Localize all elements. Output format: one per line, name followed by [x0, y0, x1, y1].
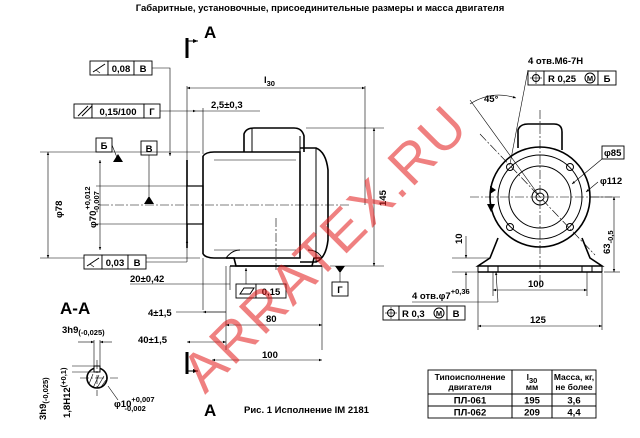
table-header: не более: [555, 382, 592, 392]
motor-front-view: [470, 110, 612, 290]
datum-v-left: В: [140, 140, 158, 204]
svg-text:В: В: [134, 258, 141, 269]
position-frame-b: R 0,25 М Б: [509, 69, 617, 165]
svg-text:0,15/100: 0,15/100: [100, 107, 137, 118]
svg-text:В: В: [146, 144, 153, 155]
position-frame-v: R 0,3 М В: [382, 305, 466, 321]
page-title: Габаритные, установочные, присоединитель…: [136, 3, 505, 14]
dim-10-side: 10: [454, 233, 465, 244]
dim-85-box: [601, 145, 625, 160]
section-label-aa: А-А: [60, 299, 90, 318]
svg-text:Г: Г: [337, 285, 343, 296]
svg-text:М: М: [436, 309, 442, 318]
dim-1-8: 1,8H12(+0,1): [59, 367, 73, 418]
dim-10: φ10+0,007-0,002: [114, 395, 155, 413]
dim-112: φ112: [600, 176, 622, 187]
section-label-bottom: А: [204, 401, 216, 420]
dim-78: φ78: [54, 201, 65, 218]
table-header: Масса, кг,: [554, 372, 594, 382]
motor-side-view: [100, 127, 350, 270]
holes-7-label: 4 отв.φ7+0,36: [412, 287, 470, 302]
svg-text:В: В: [453, 309, 460, 320]
svg-text:R 0,25: R 0,25: [548, 74, 577, 85]
svg-text:Б: Б: [604, 74, 611, 85]
section-label-top: А: [204, 23, 216, 42]
table-cell: 209: [524, 408, 540, 419]
table-header: Типоисполнение: [435, 372, 506, 382]
dim-3h9-vertical: 3h9(-0,025): [38, 377, 50, 420]
datum-g: Г: [331, 266, 349, 297]
angle-arc-45: [469, 94, 517, 105]
table-cell: 4,4: [567, 408, 581, 419]
dim-4: 4±1,5: [148, 308, 172, 319]
table-cell: ПЛ-062: [454, 408, 487, 419]
table-header: мм: [526, 382, 539, 392]
dim-100-bottom: 100: [262, 350, 278, 361]
svg-text:0,15: 0,15: [262, 287, 281, 298]
dim-63: 63-0,5: [602, 230, 615, 254]
svg-text:Б: Б: [101, 141, 108, 152]
datum-b-left: Б: [95, 137, 123, 162]
runout-frame-top: 0,08 В: [89, 60, 172, 156]
holes-m6-label: 4 отв.М6-7Н: [528, 56, 583, 67]
dim-80: 80: [266, 314, 277, 325]
watermark: ARRATEX.RU: [169, 93, 480, 404]
svg-text:Г: Г: [149, 107, 155, 118]
dim-45: 45°: [484, 94, 499, 105]
table-header: двигателя: [448, 382, 491, 392]
dim-2-5: 2,5±0,3: [211, 100, 243, 111]
svg-text:0,08: 0,08: [112, 64, 131, 75]
dim-l30: l30: [264, 75, 275, 88]
dim-125: 125: [530, 315, 547, 326]
parallelism-frame: 0,15/100 Г: [73, 103, 196, 119]
dim-40: 40±1,5: [138, 335, 168, 346]
figure-caption: Рис. 1 Исполнение IM 2181: [244, 405, 370, 416]
dim-70: φ70+0,012-0,007: [83, 186, 101, 228]
table-cell: ПЛ-061: [454, 396, 487, 407]
table-cell: 195: [524, 396, 541, 407]
runout-frame-bottom: 0,03 В: [83, 240, 189, 270]
dim-20: 20±0,42: [130, 274, 164, 285]
svg-text:В: В: [140, 64, 147, 75]
flatness-frame: 0,15: [235, 268, 287, 299]
table-header: l30: [527, 372, 538, 385]
dim-85: φ85: [604, 148, 622, 159]
shaft-section-view: [80, 360, 118, 396]
table-cell: 3,6: [567, 396, 580, 407]
svg-text:R 0,3: R 0,3: [402, 309, 425, 320]
dim-100-side: 100: [528, 279, 544, 290]
dim-145: 145: [378, 189, 389, 206]
svg-text:0,03: 0,03: [106, 258, 125, 269]
svg-text:М: М: [587, 74, 593, 83]
dim-3h9: 3h9(-0,025): [62, 325, 105, 337]
